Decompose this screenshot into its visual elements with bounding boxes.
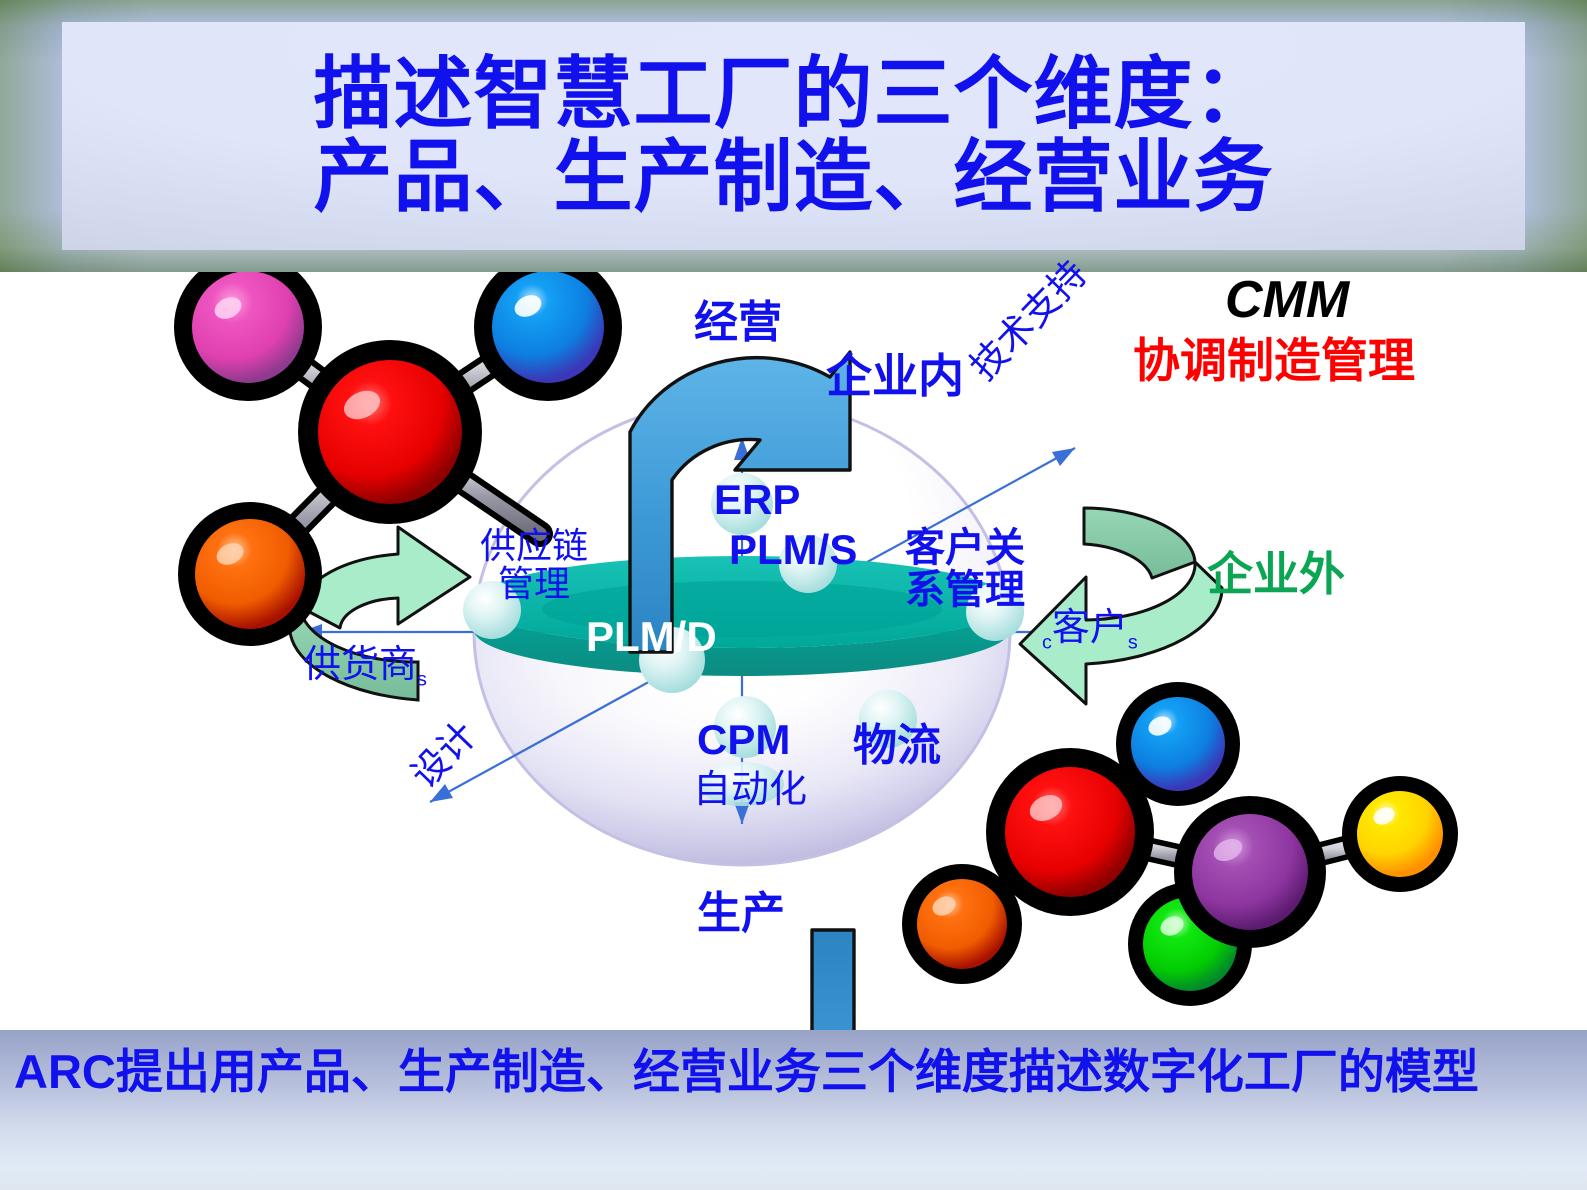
suppliers-text: 供货商	[303, 644, 418, 686]
production-label: 生产	[697, 889, 785, 938]
molecule-left	[174, 272, 622, 646]
crm-label: 客户关 系管理	[905, 527, 1025, 612]
customers-subscript: s	[1127, 631, 1138, 654]
suppliers-label: 供货商s	[303, 645, 427, 691]
diagram-canvas	[0, 272, 1587, 1030]
title-banner-inner	[62, 22, 1525, 250]
erp-label: ERP	[714, 476, 801, 523]
supply-chain-line-2: 管理	[498, 563, 571, 605]
customer-arrow	[1018, 506, 1224, 706]
inside-enterprise-label: 企业内	[826, 350, 964, 402]
customers-text: 客户	[1051, 607, 1128, 649]
customers-label: c客户s	[1042, 608, 1138, 654]
page-title-line-1: 描述智慧工厂的三个维度：	[313, 49, 1274, 139]
customers-pre-subscript: c	[1042, 631, 1052, 654]
title-banner: 描述智慧工厂的三个维度： 产品、生产制造、经营业务	[0, 0, 1587, 272]
production-arrow	[810, 928, 856, 1030]
plm-s-label: PLM/S	[729, 526, 858, 573]
logistics-label: 物流	[853, 721, 941, 770]
cmm-acronym-label: CMM	[1225, 271, 1350, 329]
node-dots	[463, 473, 1024, 806]
crm-line-1: 客户关	[905, 526, 1025, 570]
suppliers-subscript: s	[417, 668, 427, 691]
supply-chain-line-1: 供应链	[480, 525, 589, 566]
business-label: 经营	[694, 298, 782, 347]
supplier-arrow	[288, 525, 472, 702]
automation-label: 自动化	[693, 769, 808, 811]
outside-enterprise-label: 企业外	[1207, 548, 1345, 600]
crm-line-2: 系管理	[905, 568, 1025, 613]
footer-banner	[0, 1030, 1587, 1190]
page-title-line-2: 产品、生产制造、经营业务	[313, 132, 1274, 221]
plm-d-label: PLM/D	[586, 613, 717, 660]
page-title: 描述智慧工厂的三个维度： 产品、生产制造、经营业务	[0, 0, 1587, 272]
molecule-right	[902, 682, 1458, 1006]
footer-caption: ARC提出用产品、生产制造、经营业务三个维度描述数字化工厂的模型	[14, 1045, 1479, 1098]
diagram-svg	[174, 272, 1458, 1030]
supply-chain-label: 供应链 管理	[480, 525, 589, 605]
cpm-label: CPM	[697, 716, 791, 763]
cmm-chinese-label: 协调制造管理	[1133, 334, 1415, 387]
business-arrow	[628, 350, 852, 654]
